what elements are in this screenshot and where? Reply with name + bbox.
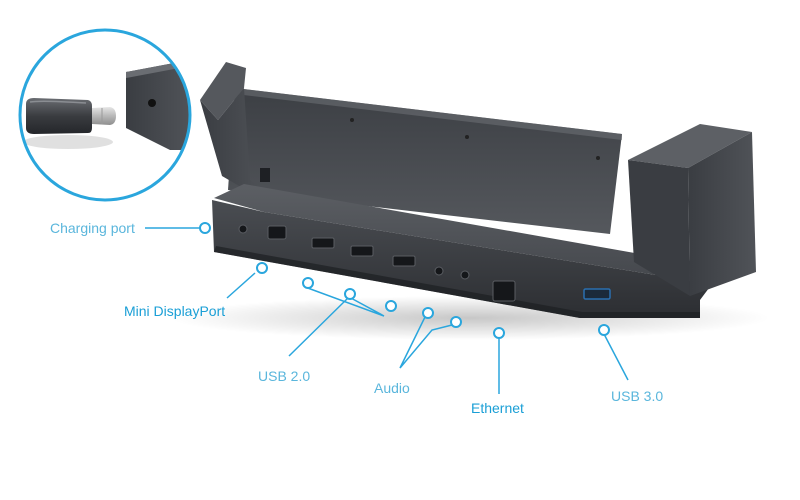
callout-dot [385, 300, 397, 312]
leader-audio [399, 316, 453, 369]
callout-dot [256, 262, 268, 274]
usb3-port [583, 288, 611, 300]
callout-label-mini-displayport: Mini DisplayPort [124, 303, 226, 319]
right-block-face [628, 160, 690, 296]
usb2-port [392, 255, 416, 267]
charging-connector-inset [18, 28, 192, 202]
base-top [214, 184, 712, 284]
mini-displayport-port [267, 225, 287, 240]
callout-dot [493, 327, 505, 339]
back-panel-edge [235, 88, 622, 140]
audio-jack [460, 270, 470, 280]
callout-label-usb2: USB 2.0 [258, 368, 311, 384]
callout-dot [422, 307, 434, 319]
leader-usb3 [603, 333, 629, 381]
callout-dot [344, 288, 356, 300]
callout-dot [450, 316, 462, 328]
back-screw [596, 156, 600, 160]
back-screw [350, 118, 354, 122]
left-block-top [200, 62, 246, 120]
callout-label-ethernet: Ethernet [471, 400, 524, 416]
right-block-side [688, 132, 756, 296]
back-screw [465, 135, 469, 139]
usb2-port [350, 245, 374, 257]
callout-label-usb3: USB 3.0 [611, 388, 664, 404]
leader-mini-dp [226, 272, 256, 299]
callout-dot [199, 222, 211, 234]
callout-label-charging-port: Charging port [50, 220, 135, 236]
audio-jack [434, 266, 444, 276]
callout-dot [302, 277, 314, 289]
left-block-front [200, 88, 268, 192]
right-block-top [628, 124, 752, 168]
callout-label-audio: Audio [374, 380, 410, 396]
callout-dot [598, 324, 610, 336]
left-hinge [260, 168, 270, 182]
leader-usb2 [288, 286, 385, 357]
usb2-port [311, 237, 335, 249]
ethernet-port [492, 280, 516, 302]
charging-port [238, 224, 248, 234]
